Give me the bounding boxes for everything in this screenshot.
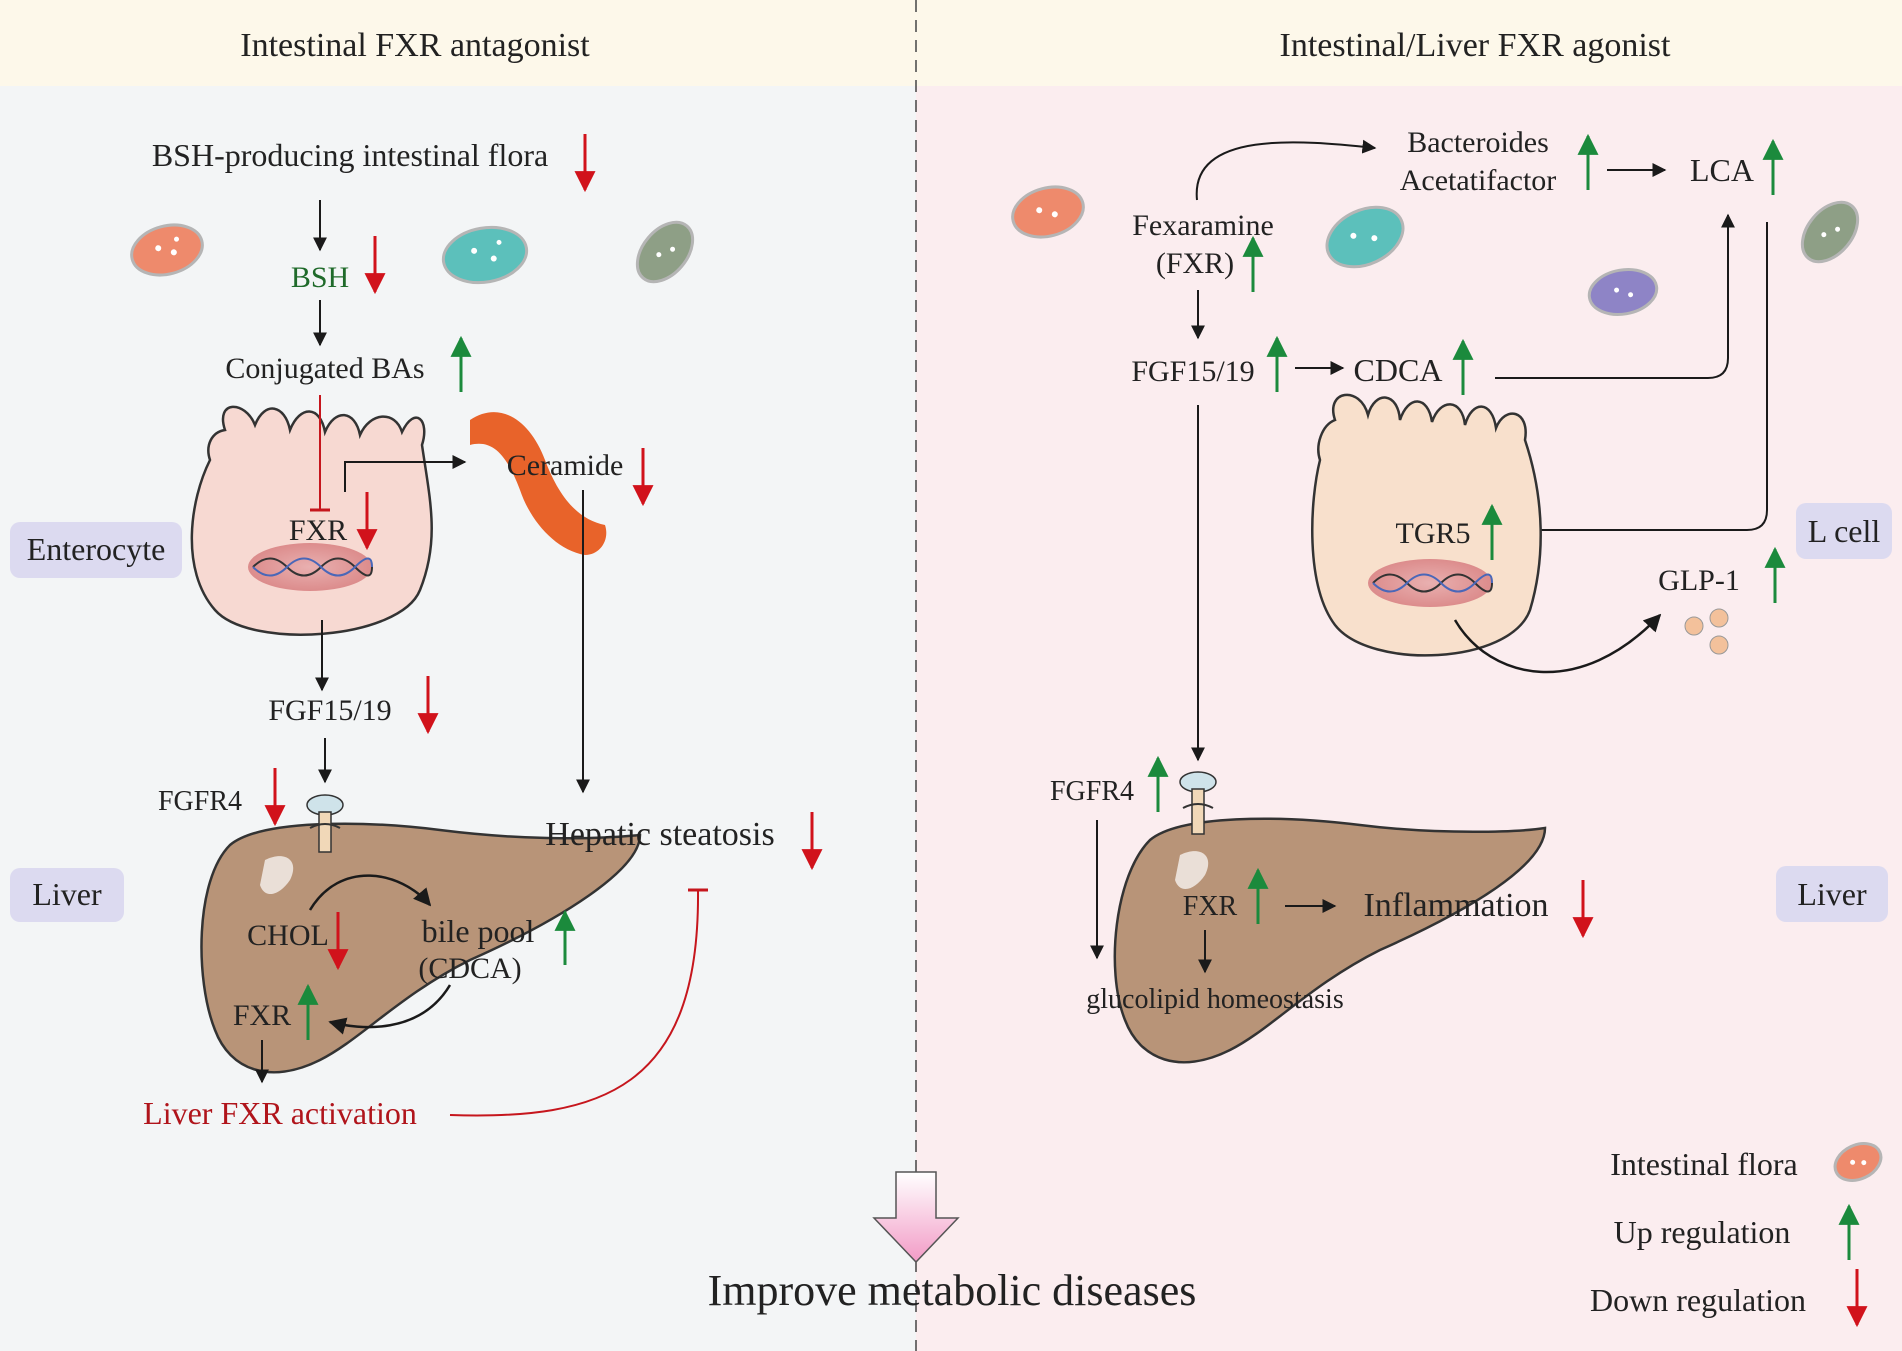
arrow-cdca-to-lca (1495, 213, 1735, 379)
arrow-chol-to-bilepool (308, 874, 432, 911)
legend-down-label: Down regulation (1590, 1282, 1806, 1318)
improve-label: Improve metabolic diseases (708, 1266, 1197, 1315)
fxr-intestine-label: FXR (289, 514, 347, 547)
improve-down-arrow (872, 1171, 960, 1264)
dna-nucleus (1368, 559, 1492, 607)
dna-helix (1372, 573, 1493, 593)
arrow-lca-to-tgr5 (1503, 222, 1768, 537)
ceramide-label: Ceramide (507, 449, 624, 482)
glp1-granules (1684, 608, 1729, 655)
arrow-fxr-to-ceramide (344, 455, 467, 492)
bacterium-icon (1011, 185, 1085, 239)
fgf-left-label: FGF15/19 (268, 694, 391, 727)
left-panel-bg (0, 0, 916, 1351)
right-panel-bg (916, 0, 1902, 1351)
lca-label: LCA (1690, 152, 1754, 188)
fxr-liver-left-label: FXR (233, 999, 291, 1032)
tgr5-label: TGR5 (1396, 517, 1471, 550)
fxr-paren-label: (FXR) (1156, 247, 1234, 280)
bacteroides-label: Bacteroides (1407, 126, 1549, 159)
fgfr4-right-label: FGFR4 (1050, 776, 1134, 807)
cdca-label: CDCA (1354, 352, 1443, 388)
right-title: Intestinal/Liver FXR agonist (1280, 27, 1672, 64)
acetatifactor-label: Acetatifactor (1400, 164, 1557, 197)
arrow-bilepool-to-fxr (328, 984, 452, 1035)
bacterium-icon (1800, 200, 1860, 264)
fgfr4-receptor-right (1179, 771, 1217, 835)
arrow-tgr5-to-glp1 (1453, 613, 1662, 674)
bsh-label: BSH (291, 261, 349, 294)
fgf-right-label: FGF15/19 (1131, 355, 1254, 388)
bacterium-icon (1325, 205, 1405, 269)
enterocyte-cell (190, 405, 433, 636)
l-cell-label-box (1796, 503, 1892, 559)
glp1-label: GLP-1 (1658, 564, 1740, 597)
liver-left-label: Liver (32, 876, 102, 912)
bacterium-icon (1587, 268, 1659, 316)
cdca-paren-label: (CDCA) (418, 952, 521, 985)
inflammation-label: Inflammation (1363, 887, 1548, 924)
conjugated-bas-label: Conjugated BAs (225, 352, 424, 385)
liver-highlight (1175, 851, 1209, 890)
dna-nucleus (248, 543, 372, 591)
legend-flora-label: Intestinal flora (1610, 1146, 1797, 1182)
glucolipid-label: glucolipid homeostasis (1086, 984, 1343, 1015)
fgfr4-receptor-left (306, 794, 344, 853)
dna-helix (252, 557, 373, 577)
l-cell-label: L cell (1808, 513, 1881, 549)
chol-label: CHOL (247, 919, 329, 952)
left-title: Intestinal FXR antagonist (240, 27, 590, 64)
liver-shape-right (1113, 817, 1547, 1064)
enterocyte-label: Enterocyte (27, 531, 166, 567)
liver-left-label-box (10, 868, 124, 922)
legend-up-label: Up regulation (1614, 1214, 1791, 1250)
bacterium-icon (635, 220, 695, 284)
arrow-fexaramine-to-bacteroides (1195, 139, 1377, 201)
hepatic-steatosis-label: Hepatic steatosis (545, 816, 774, 853)
enterocyte-label-box (10, 522, 182, 578)
bacterium-icon (441, 225, 529, 285)
liver-fxr-activation-label: Liver FXR activation (143, 1095, 417, 1131)
bile-pool-label: bile pool (422, 913, 535, 949)
liver-shape-left (200, 822, 642, 1074)
legend-bacterium-icon (1833, 1142, 1883, 1182)
header-band (0, 0, 1902, 86)
liver-right-label-box (1776, 866, 1888, 922)
ceramide-shape (470, 412, 607, 555)
bsh-flora-label: BSH-producing intestinal flora (152, 137, 548, 173)
inhibit-activation-steatosis (449, 889, 700, 1117)
liver-highlight (260, 856, 294, 895)
bacterium-icon (130, 223, 204, 277)
fxr-liver-right-label: FXR (1183, 891, 1238, 922)
liver-right-label: Liver (1797, 876, 1867, 912)
fexaramine-label: Fexaramine (1132, 209, 1274, 242)
fgfr4-left-label: FGFR4 (158, 786, 242, 817)
